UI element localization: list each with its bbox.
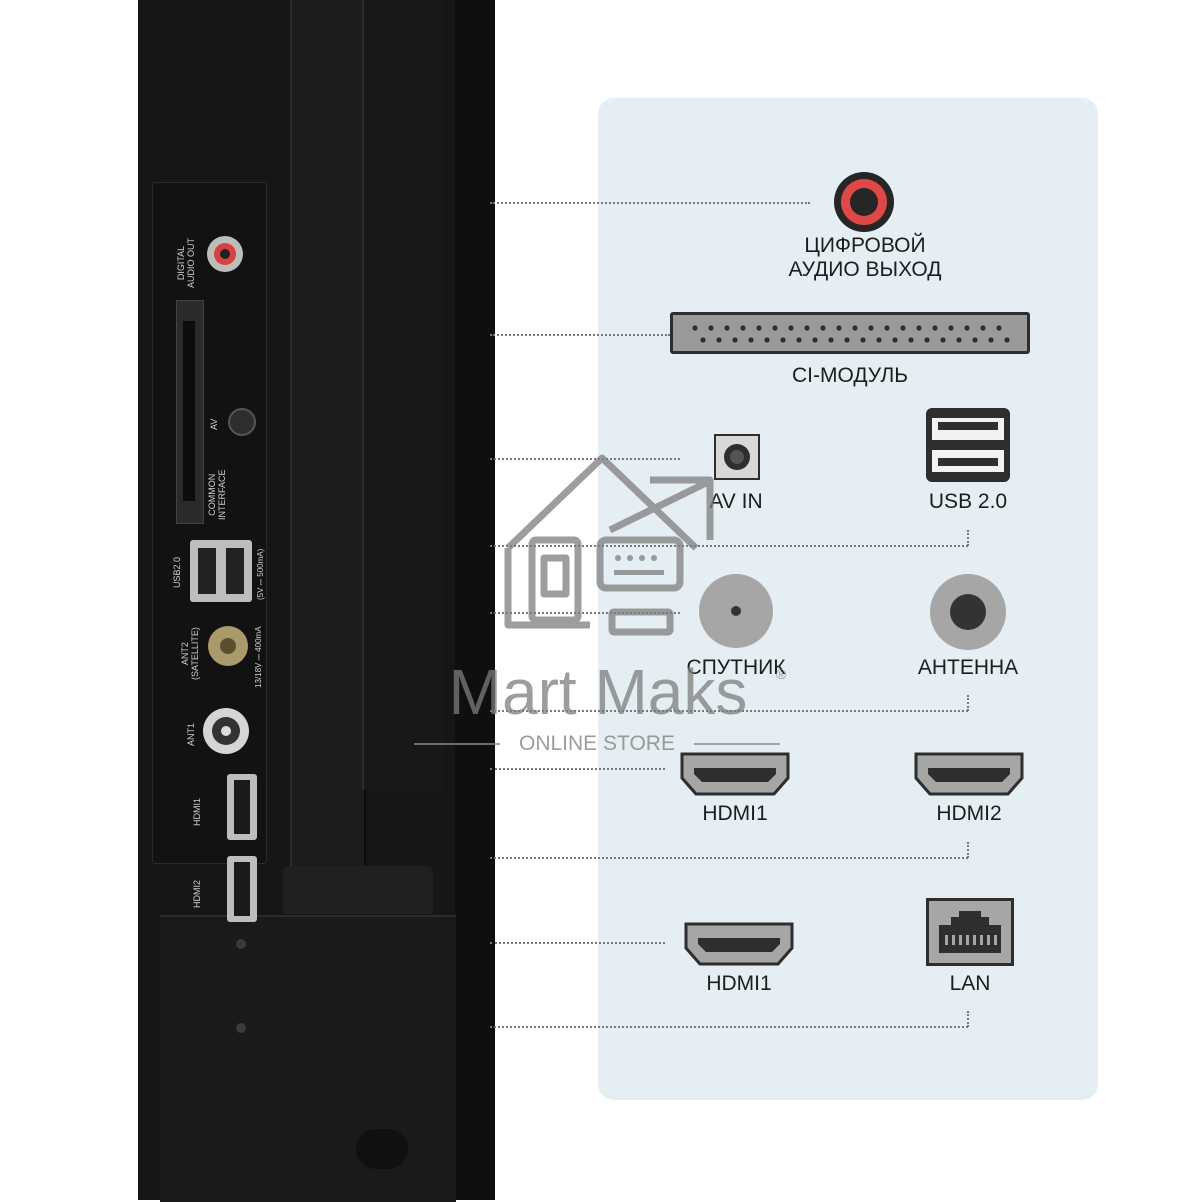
satellite-icon <box>699 574 773 648</box>
stand-hole <box>356 1129 408 1169</box>
connector-info-panel <box>598 98 1098 1100</box>
tv-audio-port <box>207 236 243 272</box>
tv-ci-slot <box>176 300 204 524</box>
watermark-registered: ® <box>776 666 787 682</box>
watermark-rule-left <box>414 743 500 745</box>
tv-label-ant2-spec: 13/18V ⎓ 400mA <box>254 626 263 688</box>
label-antenna: АНТЕННА <box>917 656 1019 679</box>
leader-line-lan <box>490 1026 968 1028</box>
label-hdmi1-b: HDMI1 <box>706 972 772 995</box>
leader-line-ci <box>490 334 670 336</box>
lan-icon <box>926 898 1014 966</box>
tv-edge <box>455 0 495 1200</box>
label-satellite: СПУТНИК <box>686 656 786 679</box>
label-av-in: AV IN <box>709 490 763 513</box>
tv-ant1-port <box>203 708 249 754</box>
tv-label-ant1: ANT1 <box>186 722 196 746</box>
leader-vline-usb <box>967 530 969 546</box>
label-hdmi1: HDMI1 <box>702 802 768 825</box>
av-in-icon <box>714 434 760 480</box>
stand-screw-2 <box>236 1023 246 1033</box>
tv-ant2-port <box>208 626 248 666</box>
leader-line-av <box>490 458 680 460</box>
tv-label-common-interface: COMMON INTERFACE <box>207 469 227 520</box>
leader-vline-lan <box>967 1011 969 1027</box>
watermark-brand: Mart Maks <box>448 656 748 728</box>
leader-line-hdmi1-b <box>490 942 665 944</box>
tv-usb-port <box>190 540 252 602</box>
tv-label-usb-spec: (5V ⎓ 500mA) <box>256 548 265 600</box>
tv-label-hdmi2: HDMI2 <box>192 879 202 908</box>
tv-av-port <box>228 408 256 436</box>
digital-audio-icon <box>834 172 894 232</box>
leader-line-usb <box>490 545 968 547</box>
hdmi1-icon <box>680 752 790 796</box>
label-digital-audio: ЦИФРОВОЙ АУДИО ВЫХОД <box>788 234 942 281</box>
watermark-rule-right <box>694 743 780 745</box>
stand-screw-1 <box>236 939 246 949</box>
label-ci-module: CI-МОДУЛЬ <box>791 364 909 387</box>
leader-line-hdmi2 <box>490 857 968 859</box>
watermark-tagline: ONLINE STORE <box>519 732 675 755</box>
label-hdmi2: HDMI2 <box>936 802 1002 825</box>
usb-icon <box>926 408 1010 482</box>
leader-line-satellite <box>490 612 680 614</box>
label-lan: LAN <box>949 972 991 995</box>
tv-rib-inner <box>362 0 444 790</box>
leader-line-antenna <box>490 710 968 712</box>
label-usb: USB 2.0 <box>928 490 1008 513</box>
leader-vline-antenna <box>967 695 969 711</box>
tv-bracket <box>283 866 433 914</box>
ci-module-icon <box>670 312 1030 354</box>
antenna-icon <box>930 574 1006 650</box>
tv-hdmi1-port <box>227 774 257 840</box>
hdmi1-b-icon <box>684 922 794 966</box>
leader-vline-hdmi2 <box>967 842 969 858</box>
tv-label-av: AV <box>209 418 219 430</box>
leader-line-audio <box>490 202 810 204</box>
store-logo-house-icon <box>504 454 714 636</box>
tv-label-hdmi1: HDMI1 <box>192 797 202 826</box>
tv-stand <box>160 915 456 1202</box>
tv-label-ant2: ANT2 (SATELLITE) <box>180 627 200 680</box>
hdmi2-icon <box>914 752 1024 796</box>
tv-label-digital-audio: DIGITAL AUDIO OUT <box>176 237 196 288</box>
tv-hdmi2-port <box>227 856 257 922</box>
tv-label-usb: USB2.0 <box>172 556 182 588</box>
leader-line-hdmi1 <box>490 768 665 770</box>
tv-connector-panel <box>152 182 267 864</box>
tv-rib <box>290 0 366 870</box>
